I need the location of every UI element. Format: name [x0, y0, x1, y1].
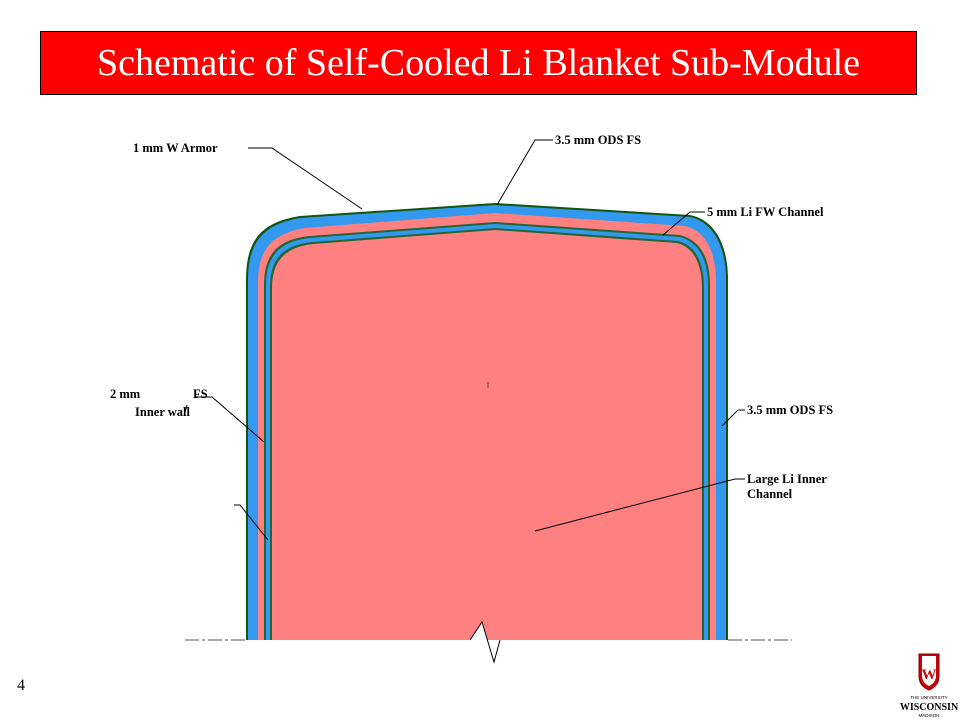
break-symbol [469, 620, 501, 664]
label-w-armor: 1 mm W Armor [133, 141, 218, 155]
label-inner-wall-name: Inner wall [135, 405, 191, 419]
page-number: 4 [17, 677, 25, 694]
slide-title: Schematic of Self-Cooled Li Blanket Sub-… [96, 42, 861, 84]
leader-inner-wall [196, 396, 265, 443]
label-ods-side: 3.5 mm ODS FS [747, 403, 833, 417]
label-inner-wall-thickness: 2 mm [110, 387, 141, 401]
leader-ods-side [721, 409, 745, 427]
label-ods-top: 3.5 mm ODS FS [555, 133, 641, 147]
tick-inner-wall [183, 404, 188, 417]
label-li-fw-channel: 5 mm Li FW Channel [707, 205, 824, 219]
logo-line-2: WISCONSIN [900, 702, 959, 713]
uw-madison-logo: W THE UNIVERSITY WISCONSIN MADISON [900, 653, 959, 718]
crest-letter: W [922, 667, 937, 683]
leader-large-channel [534, 478, 745, 532]
leader-inner-wall-lower [234, 504, 269, 541]
label-large-channel-line2: Channel [747, 487, 793, 501]
label-inner-wall-material: FS [193, 387, 208, 401]
label-large-channel-line1: Large Li Inner [747, 472, 827, 486]
large-li-inner-channel [272, 230, 702, 640]
logo-line-1: THE UNIVERSITY [910, 695, 947, 700]
leader-w-armor [248, 147, 363, 210]
title-bar: Schematic of Self-Cooled Li Blanket Sub-… [40, 31, 917, 95]
leader-ods-top [496, 139, 553, 206]
logo-line-3: MADISON [918, 713, 939, 718]
leader-li-fw [662, 211, 705, 236]
